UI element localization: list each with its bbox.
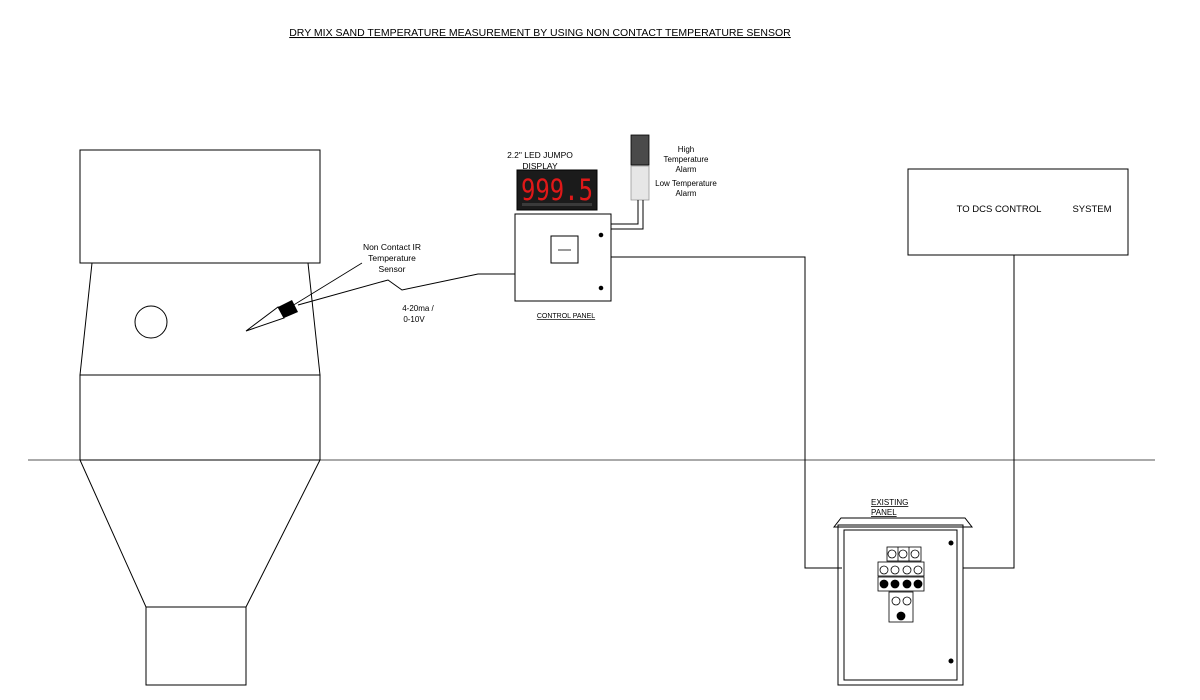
existing-panel-lamp	[886, 546, 922, 562]
existing-panel-lamp-dot	[910, 549, 920, 559]
led-display-button-strip	[522, 203, 592, 206]
existing-panel-row	[877, 576, 925, 592]
existing-panel-lamp-dot	[887, 549, 897, 559]
existing-panel-row-dot	[913, 579, 923, 589]
hopper-cone	[79, 459, 321, 608]
existing-panel-row	[877, 561, 925, 577]
control-panel-screw-bottom	[598, 285, 604, 291]
dcs-system-box	[907, 168, 1129, 256]
led-display: 999.5	[516, 169, 598, 211]
alarm-low-label-line1: Low Temperature	[655, 179, 717, 188]
existing-panel-row-dot	[902, 579, 912, 589]
signal-label-line2: 0-10V	[403, 315, 425, 324]
existing-panel-row-dot	[902, 565, 912, 575]
existing-panel-selector-dot	[902, 596, 912, 606]
control-panel-screw-top	[598, 232, 604, 238]
existing-panel-selector	[888, 591, 914, 623]
alarm-low-label-line2: Alarm	[676, 189, 697, 198]
existing-panel-label-line2: PANEL	[871, 508, 897, 517]
existing-panel-screw-top	[948, 540, 954, 546]
existing-panel-canopy	[832, 517, 974, 528]
control-panel-label: CONTROL PANEL	[537, 313, 595, 320]
existing-panel-selector-dot	[891, 596, 901, 606]
hopper-mid-body	[79, 374, 321, 461]
existing-panel-row-dot	[879, 565, 889, 575]
alarm-high-lamp	[630, 134, 650, 166]
hopper-upper-body	[79, 262, 321, 376]
control-panel	[514, 213, 612, 302]
existing-panel-lamp-dot	[898, 549, 908, 559]
ir-sensor-body	[278, 300, 298, 318]
control-panel-display-window	[550, 235, 579, 264]
existing-to-dcs-cable	[963, 255, 1015, 569]
existing-panel-row-dot	[890, 565, 900, 575]
alarm-high-label-line3: Alarm	[676, 165, 697, 174]
dcs-label-left: TO DCS CONTROL	[957, 204, 1042, 215]
led-display-value: 999.5	[521, 173, 593, 207]
control-panel-box	[514, 213, 612, 302]
ir-sensor	[245, 262, 363, 332]
existing-panel-label-line1: EXISTING	[871, 498, 908, 507]
ir-sensor-cone	[245, 306, 285, 332]
diagram-title: DRY MIX SAND TEMPERATURE MEASUREMENT BY …	[289, 27, 791, 39]
hopper-top-box	[79, 149, 321, 264]
display-label-line2: DISPLAY	[522, 161, 558, 171]
panel-to-existing-cable	[611, 256, 842, 569]
signal-label-line1: 4-20ma /	[402, 304, 434, 313]
hopper-outlet	[145, 606, 247, 686]
existing-panel-outer	[837, 524, 964, 686]
existing-panel	[832, 517, 974, 686]
existing-panel-row-dot	[890, 579, 900, 589]
display-label-line1: 2.2" LED JUMPO	[507, 150, 573, 160]
existing-panel-controls	[877, 546, 925, 623]
sensor-label-line3: Sensor	[379, 264, 406, 274]
ir-sensor-leader	[291, 262, 363, 307]
signal-cable	[297, 273, 515, 306]
sensor-label-line1: Non Contact IR	[363, 242, 421, 252]
alarm-tower-pipe-outer	[611, 200, 644, 230]
alarm-high-label-line1: High	[678, 145, 694, 154]
existing-panel-door	[843, 529, 958, 681]
hopper-viewport	[134, 305, 168, 339]
alarm-tower	[611, 134, 650, 230]
existing-panel-screw-bottom	[948, 658, 954, 664]
alarm-low-lamp	[630, 165, 650, 201]
dcs-label-right: SYSTEM	[1072, 204, 1111, 215]
sand-hopper	[79, 149, 321, 686]
alarm-tower-pipe	[611, 200, 639, 225]
existing-panel-row-dot	[879, 579, 889, 589]
sensor-label-line2: Temperature	[368, 253, 416, 263]
existing-panel-row-dot	[913, 565, 923, 575]
existing-panel-selector-knob	[896, 611, 906, 621]
alarm-high-label-line2: Temperature	[664, 155, 709, 164]
